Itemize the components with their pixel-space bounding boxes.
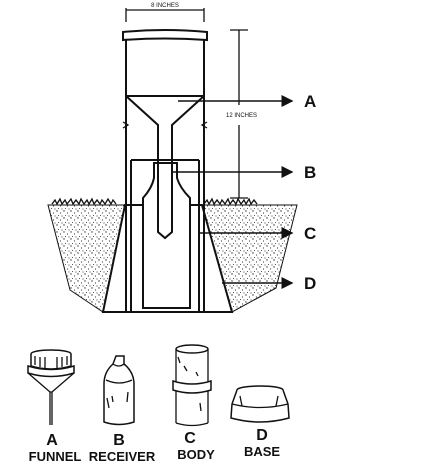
height-dimension: 12 INCHES bbox=[226, 29, 257, 199]
gauge-funnel bbox=[125, 95, 205, 240]
part-letter-base: D bbox=[256, 427, 268, 444]
funnel-illustration bbox=[27, 349, 75, 425]
callout-d: D bbox=[304, 274, 316, 293]
callout-a: A bbox=[304, 92, 316, 111]
base-illustration bbox=[230, 385, 290, 423]
part-letter-funnel: A bbox=[46, 432, 58, 449]
height-dimension-label: 12 INCHES bbox=[226, 113, 257, 119]
callout-arrows bbox=[172, 95, 294, 289]
part-name-body: BODY bbox=[177, 447, 215, 462]
gauge-body bbox=[122, 29, 208, 312]
body-illustration bbox=[172, 344, 212, 427]
ground-soil bbox=[47, 197, 298, 313]
part-name-receiver: RECEIVER bbox=[89, 449, 156, 464]
callout-b: B bbox=[304, 163, 316, 182]
width-dimension-label: 8 INCHES bbox=[151, 3, 179, 9]
part-letter-body: C bbox=[184, 430, 196, 447]
part-name-base: BASE bbox=[244, 444, 280, 459]
callout-c: C bbox=[304, 224, 316, 243]
receiver-illustration bbox=[103, 355, 135, 426]
part-name-funnel: FUNNEL bbox=[29, 449, 82, 464]
part-letter-receiver: B bbox=[113, 432, 125, 449]
width-dimension: 8 INCHES bbox=[125, 3, 205, 22]
